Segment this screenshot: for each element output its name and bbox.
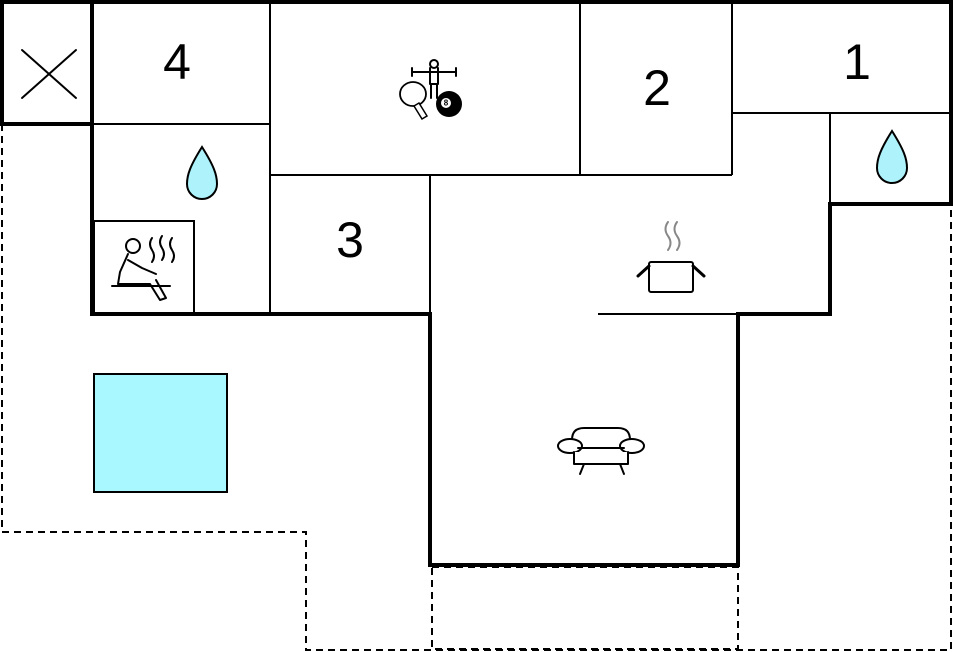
room-number-3: 3 [336,212,364,268]
sofa-icon [557,427,645,475]
table-tennis-foosball-billiard-icon: 8 [399,59,462,121]
cross-icon [21,49,77,99]
cooking-pot-icon [636,221,706,293]
sauna-icon [111,235,175,301]
room-number-1: 1 [843,34,871,90]
swimming-pool [93,373,228,493]
sauna-room [93,220,195,315]
room-number-4: 4 [163,34,191,90]
water-drop-icon [875,129,909,184]
billiard-ball-number: 8 [444,99,449,108]
water-drop-icon [185,145,219,200]
room-number-2: 2 [643,60,671,116]
covered-terrace [431,566,739,650]
